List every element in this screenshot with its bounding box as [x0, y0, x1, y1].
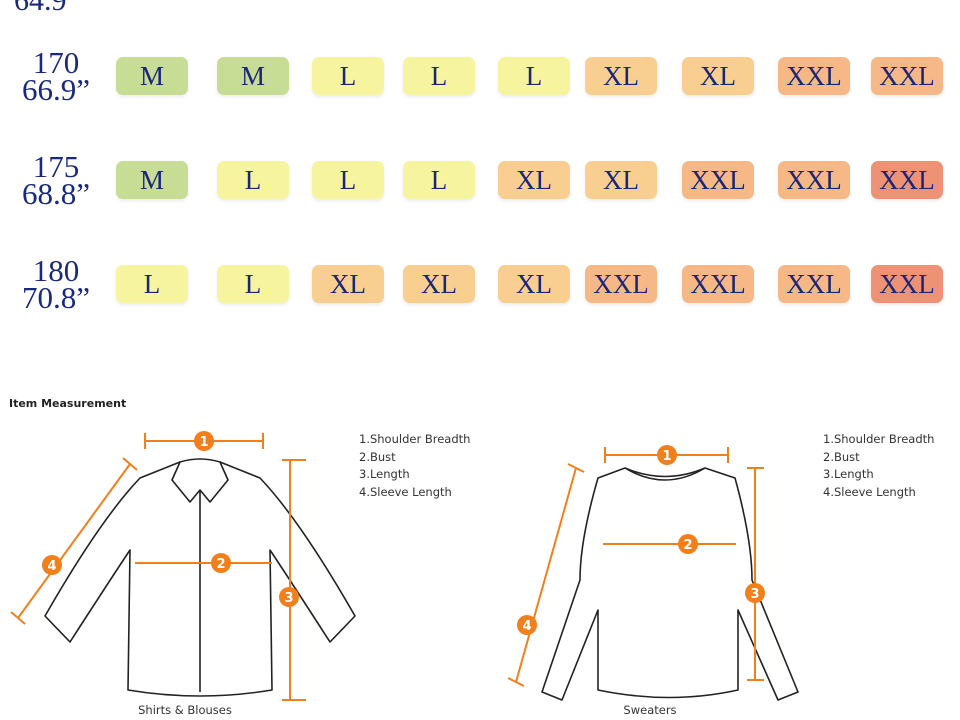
size-cell: L	[217, 265, 289, 303]
caption-shirts: Shirts & Blouses	[138, 703, 232, 717]
legend-item: 1.Shoulder Breadth	[823, 432, 935, 446]
marker-shoulder-icon: 1	[194, 431, 214, 451]
svg-text:4: 4	[522, 619, 531, 634]
size-cell: L	[403, 57, 475, 95]
shirt-diagram: 1 2 3 4	[10, 431, 356, 701]
size-cell: M	[217, 57, 289, 95]
legend-item: 4.Sleeve Length	[823, 484, 916, 499]
size-cell: XL	[498, 161, 570, 199]
legend-item: 2.Bust	[359, 449, 396, 464]
size-cell: XXL	[778, 57, 850, 95]
caption-sweaters: Sweaters	[623, 703, 677, 717]
size-cell: XXL	[585, 265, 657, 303]
sweater-measure-lines	[507, 447, 764, 687]
svg-text:4: 4	[47, 559, 56, 574]
marker-shoulder-icon: 1	[657, 445, 677, 465]
size-cell: M	[116, 161, 188, 199]
size-cell: L	[403, 161, 475, 199]
marker-bust-icon: 2	[678, 534, 698, 554]
size-cell: XL	[585, 161, 657, 199]
size-cell: L	[116, 265, 188, 303]
size-cell: XXL	[778, 265, 850, 303]
size-cell: XL	[312, 265, 384, 303]
svg-text:1: 1	[662, 449, 671, 464]
height-inch: 70.8”	[21, 280, 90, 315]
item-measurement-title: Item Measurement	[9, 397, 127, 410]
size-cell: XXL	[871, 161, 943, 199]
size-cell: L	[312, 161, 384, 199]
size-cell: XXL	[778, 161, 850, 199]
legend-item: 1.Shoulder Breadth	[359, 432, 471, 446]
sweater-outline	[541, 467, 799, 701]
legend-sweaters: 1.Shoulder Breadth 2.Bust 3.Length 4.Sle…	[823, 431, 934, 501]
size-cell: L	[498, 57, 570, 95]
marker-sleeve-icon: 4	[517, 615, 537, 635]
legend-item: 3.Length	[823, 467, 874, 482]
shirt-markers: 1 2 3 4	[42, 431, 299, 607]
size-cell: XXL	[682, 265, 754, 303]
size-cell: XL	[682, 57, 754, 95]
size-cell: L	[217, 161, 289, 199]
svg-text:3: 3	[750, 587, 759, 602]
svg-text:1: 1	[199, 435, 208, 450]
legend-item: 3.Length	[359, 467, 410, 482]
legend-item: 4.Sleeve Length	[359, 484, 452, 499]
size-cell: XXL	[871, 57, 943, 95]
marker-length-icon: 3	[745, 583, 765, 603]
cutoff-row-label: 64.9"	[14, 0, 79, 17]
legend-shirts: 1.Shoulder Breadth 2.Bust 3.Length 4.Sle…	[359, 431, 470, 501]
marker-length-icon: 3	[279, 587, 299, 607]
svg-text:2: 2	[216, 557, 225, 572]
size-cell: XL	[403, 265, 475, 303]
shirt-outline	[44, 458, 356, 697]
height-cm: 180	[32, 253, 80, 288]
size-cell: XXL	[871, 265, 943, 303]
sweater-diagram: 1 2 3 4	[507, 445, 799, 701]
size-cell: XL	[585, 57, 657, 95]
height-cm: 170	[32, 45, 80, 80]
size-cell: XXL	[682, 161, 754, 199]
legend-item: 2.Bust	[823, 449, 860, 464]
size-cell: XL	[498, 265, 570, 303]
height-inch: 66.9”	[21, 72, 90, 107]
size-cell: M	[116, 57, 188, 95]
sweater-markers: 1 2 3 4	[517, 445, 765, 635]
svg-text:3: 3	[284, 591, 293, 606]
size-cell: L	[312, 57, 384, 95]
height-inch: 68.8”	[21, 176, 90, 211]
height-cm: 175	[32, 149, 80, 184]
svg-text:2: 2	[683, 538, 692, 553]
marker-sleeve-icon: 4	[42, 555, 62, 575]
marker-bust-icon: 2	[211, 553, 231, 573]
